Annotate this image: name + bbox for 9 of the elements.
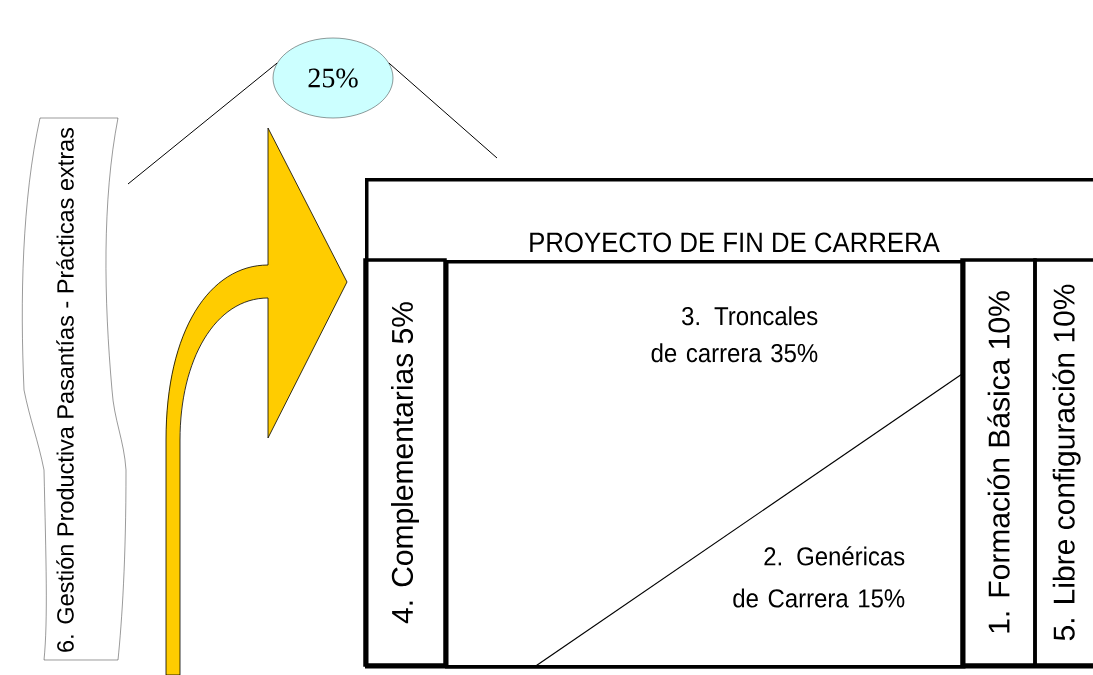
block-arrow	[165, 127, 348, 675]
table-column: 4. Complementarias 5%	[363, 258, 447, 667]
line	[388, 62, 498, 159]
cell-text: 2. Genéricas de Carrera 15%	[733, 546, 905, 608]
table-column: 1. Formación Básica 10%	[960, 258, 1037, 667]
line	[127, 62, 278, 185]
cell-text: 3. Troncales de carrera 35%	[651, 306, 818, 363]
wavy-banner: 6. Gestión Productiva Pasantías - Prácticas extras	[22, 117, 127, 661]
table-column: 5. Libre configuración 10%	[1033, 258, 1093, 667]
